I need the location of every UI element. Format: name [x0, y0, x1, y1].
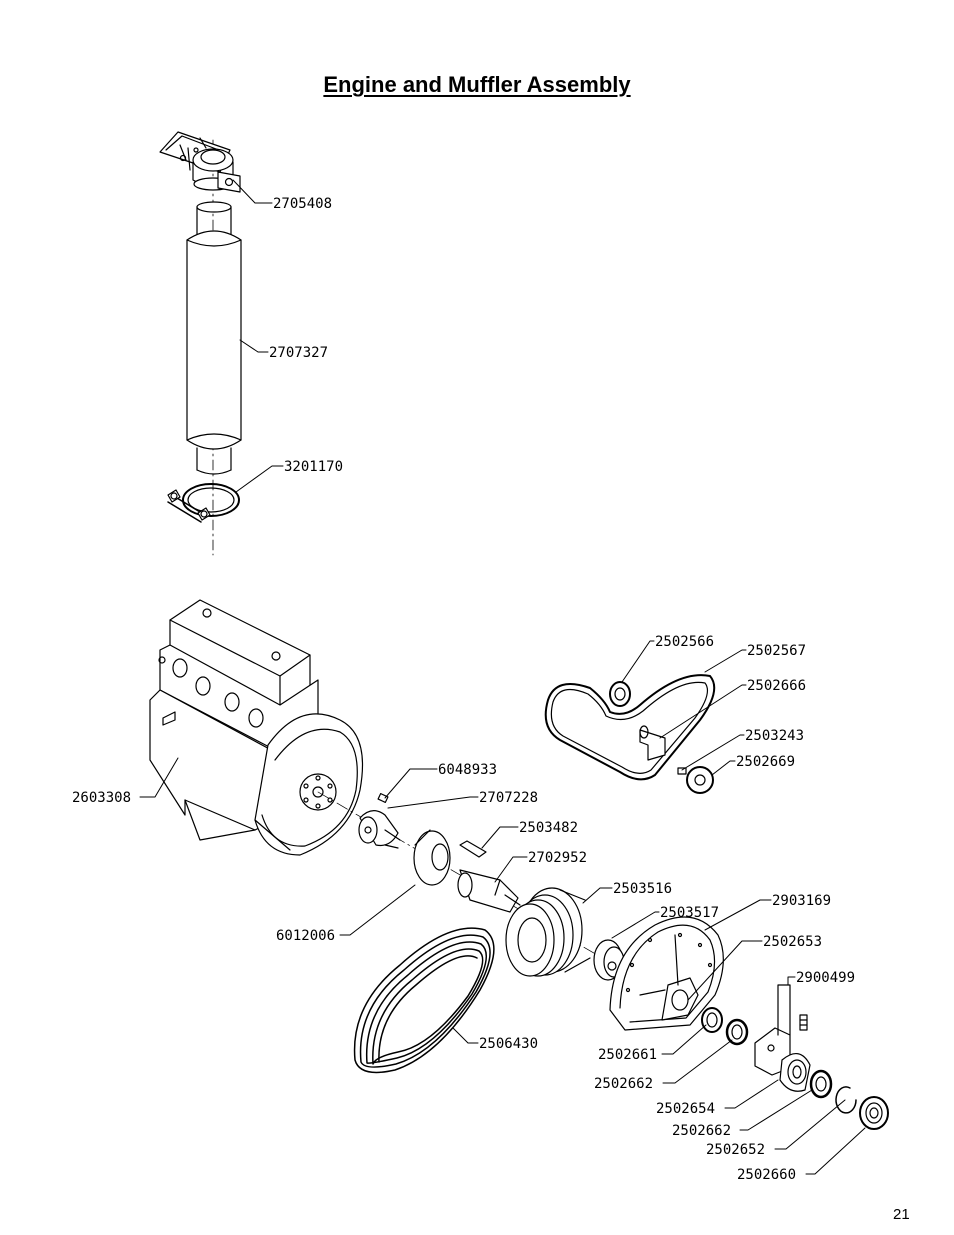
rain-cap-drawing — [159, 131, 241, 193]
muffler-inlet-pipe — [196, 201, 232, 236]
part-label-2503516: 2503516 — [613, 881, 672, 897]
bearing-stack — [701, 984, 889, 1130]
part-label-2705408: 2705408 — [273, 196, 332, 212]
drive-belt — [353, 927, 495, 1074]
engine-block-drawing — [149, 599, 364, 856]
part-label-2603308: 2603308 — [72, 790, 131, 806]
page-number: 21 — [893, 1206, 910, 1223]
part-label-2707327: 2707327 — [269, 345, 328, 361]
part-label-6048933: 6048933 — [438, 762, 497, 778]
part-label-2503517: 2503517 — [660, 905, 719, 921]
part-label-2502662-b: 2502662 — [672, 1123, 731, 1139]
part-label-6012006: 6012006 — [276, 928, 335, 944]
leader-lines — [139, 179, 866, 1175]
part-label-2502660: 2502660 — [737, 1167, 796, 1183]
part-label-3201170: 3201170 — [284, 459, 343, 475]
part-label-2502666: 2502666 — [747, 678, 806, 694]
hub-parts — [358, 792, 521, 913]
sheave-pulley — [505, 887, 591, 977]
part-label-2502566: 2502566 — [655, 634, 714, 650]
part-label-2502653: 2502653 — [763, 934, 822, 950]
part-label-2707228: 2707228 — [479, 790, 538, 806]
part-label-2502661: 2502661 — [598, 1047, 657, 1063]
part-label-2900499: 2900499 — [796, 970, 855, 986]
part-label-2502567: 2502567 — [747, 643, 806, 659]
part-label-2502652: 2502652 — [706, 1142, 765, 1158]
u-clamp — [167, 483, 240, 523]
part-label-2903169: 2903169 — [772, 893, 831, 909]
part-label-2506430: 2506430 — [479, 1036, 538, 1052]
pump-belt — [544, 674, 716, 794]
muffler-body — [186, 230, 242, 475]
taper-bushing — [593, 939, 625, 981]
part-label-2502662: 2502662 — [594, 1076, 653, 1092]
belt-guard — [609, 916, 724, 1031]
part-label-2503243: 2503243 — [745, 728, 804, 744]
part-label-2502669: 2502669 — [736, 754, 795, 770]
part-label-2503482: 2503482 — [519, 820, 578, 836]
part-label-2702952: 2702952 — [528, 850, 587, 866]
page-title: Engine and Muffler Assembly — [323, 72, 631, 97]
part-label-2502654: 2502654 — [656, 1101, 715, 1117]
